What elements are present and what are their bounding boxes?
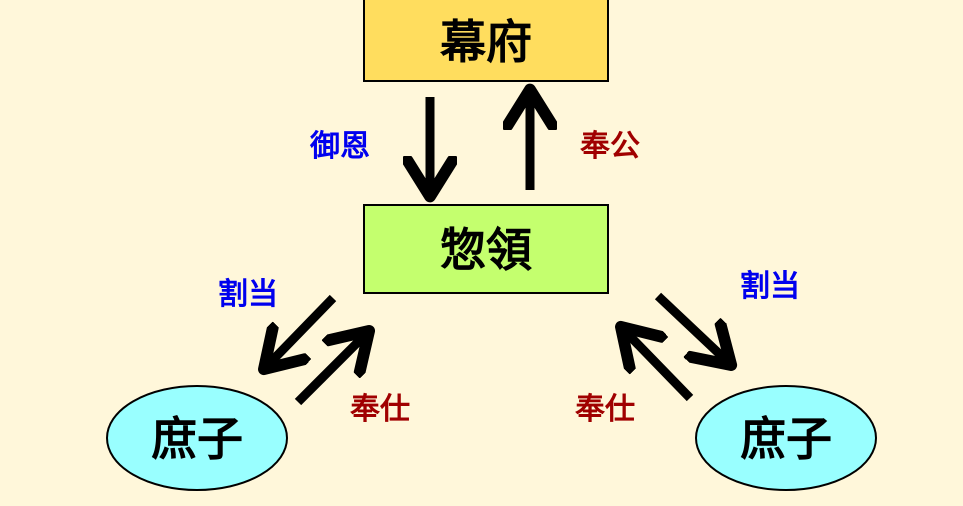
wariate-left-label: 割当 — [218, 277, 278, 312]
wariate-left-arrow — [267, 294, 337, 366]
shoshi-right-label: 庶子 — [740, 412, 832, 466]
hoshi-right-arrow — [624, 330, 694, 402]
shoshi-left-label: 庶子 — [151, 412, 243, 466]
shogunate-label: 幕府 — [439, 15, 532, 69]
wariate-right-arrow — [654, 292, 728, 362]
shogunate-node: 幕府 — [363, 0, 609, 82]
wariate-right-label: 割当 — [740, 269, 800, 304]
hoshi-left-label: 奉仕 — [350, 392, 410, 427]
soryo-label: 惣領 — [440, 223, 532, 277]
hoshi-right-label: 奉仕 — [575, 392, 635, 427]
soryo-node: 惣領 — [363, 204, 609, 294]
hoko-label: 奉公 — [580, 129, 640, 164]
goon-label: 御恩 — [309, 129, 370, 164]
shoshi-right-node: 庶子 — [695, 385, 877, 491]
shoshi-left-node: 庶子 — [106, 385, 288, 491]
hoshi-left-arrow — [294, 334, 366, 406]
